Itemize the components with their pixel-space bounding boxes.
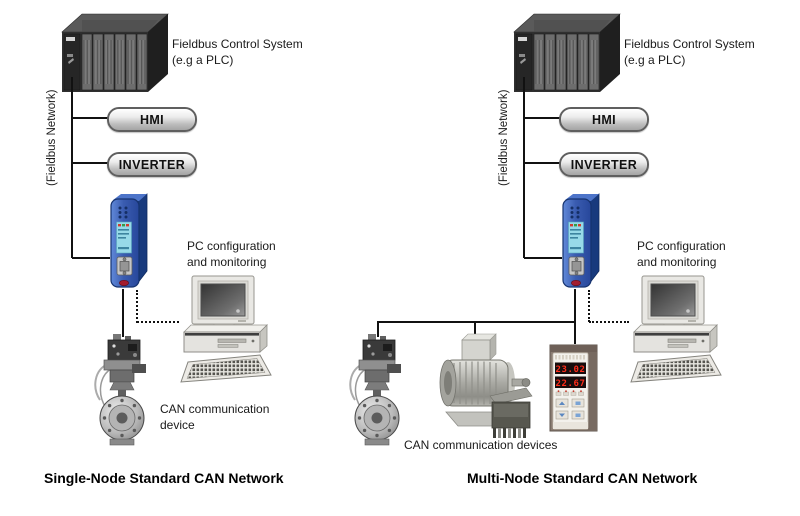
plc-label: Fieldbus Control System (e.g a PLC) [172, 36, 303, 68]
diagram-single-node: Fieldbus Control System (e.g a PLC) (Fie… [44, 13, 303, 486]
fieldbus-network-label: (Fieldbus Network) [498, 89, 510, 187]
single-node-caption: Single-Node Standard CAN Network [44, 470, 284, 486]
pc-label-line1: PC configuration [637, 239, 726, 253]
electric-motor-illustration [439, 333, 533, 438]
can-gateway-illustration [110, 193, 148, 288]
can-devices-label: CAN communication devices [404, 438, 558, 452]
pc-label: PC configuration and monitoring [187, 238, 276, 270]
fieldbus-trunk-line [71, 77, 73, 258]
hmi-branch-line [524, 117, 560, 119]
inverter-node: INVERTER [559, 152, 649, 177]
can-device-label-line1: CAN communication [160, 402, 270, 416]
pc-label-line2: and monitoring [187, 255, 267, 269]
inverter-branch-line [72, 162, 108, 164]
plc-rack-illustration [513, 13, 621, 92]
hmi-node: HMI [107, 107, 197, 132]
pc-label-line2: and monitoring [637, 255, 717, 269]
hmi-node-label: HMI [591, 112, 617, 127]
plc-label-line2: (e.g a PLC) [172, 53, 234, 67]
pc-label: PC configuration and monitoring [637, 238, 726, 270]
desktop-pc-illustration [180, 275, 272, 383]
gateway-device-line [122, 289, 124, 337]
gateway-bus-line [574, 289, 576, 323]
inverter-node: INVERTER [107, 152, 197, 177]
inverter-node-label: INVERTER [118, 157, 186, 172]
gateway-pc-dotted-vertical [588, 290, 590, 322]
inverter-node-label: INVERTER [570, 157, 638, 172]
can-device-label-line2: device [160, 418, 195, 432]
plc-label-line2: (e.g a PLC) [624, 53, 686, 67]
plc-label-line1: Fieldbus Control System [624, 37, 755, 51]
can-bus-line [377, 321, 576, 323]
valve-drop-line [377, 321, 379, 337]
valve-actuator-illustration [349, 334, 401, 446]
meter-drop-line [574, 321, 576, 344]
plc-rack-illustration [61, 13, 169, 92]
gateway-branch-line [72, 257, 110, 259]
gateway-pc-dotted-horizontal [137, 321, 179, 323]
meter-display-top: 23.02 [555, 365, 585, 375]
hmi-branch-line [72, 117, 108, 119]
pc-label-line1: PC configuration [187, 239, 276, 253]
hmi-node: HMI [559, 107, 649, 132]
inverter-branch-line [524, 162, 560, 164]
can-device-label: CAN communication device [160, 401, 269, 433]
valve-actuator-illustration [94, 334, 146, 446]
plc-label-line1: Fieldbus Control System [172, 37, 303, 51]
fieldbus-trunk-line [523, 77, 525, 258]
gateway-pc-dotted-vertical [136, 290, 138, 323]
can-gateway-illustration [562, 193, 600, 288]
plc-label: Fieldbus Control System (e.g a PLC) [624, 36, 755, 68]
desktop-pc-illustration [630, 275, 722, 383]
multi-node-caption: Multi-Node Standard CAN Network [467, 470, 698, 486]
hmi-node-label: HMI [139, 112, 165, 127]
panel-meter-illustration: 23.02 22.67 [549, 344, 598, 432]
gateway-pc-dotted-horizontal [589, 321, 629, 323]
motor-drop-line [474, 321, 476, 335]
gateway-branch-line [524, 257, 562, 259]
meter-display-bottom: 22.67 [555, 379, 585, 389]
